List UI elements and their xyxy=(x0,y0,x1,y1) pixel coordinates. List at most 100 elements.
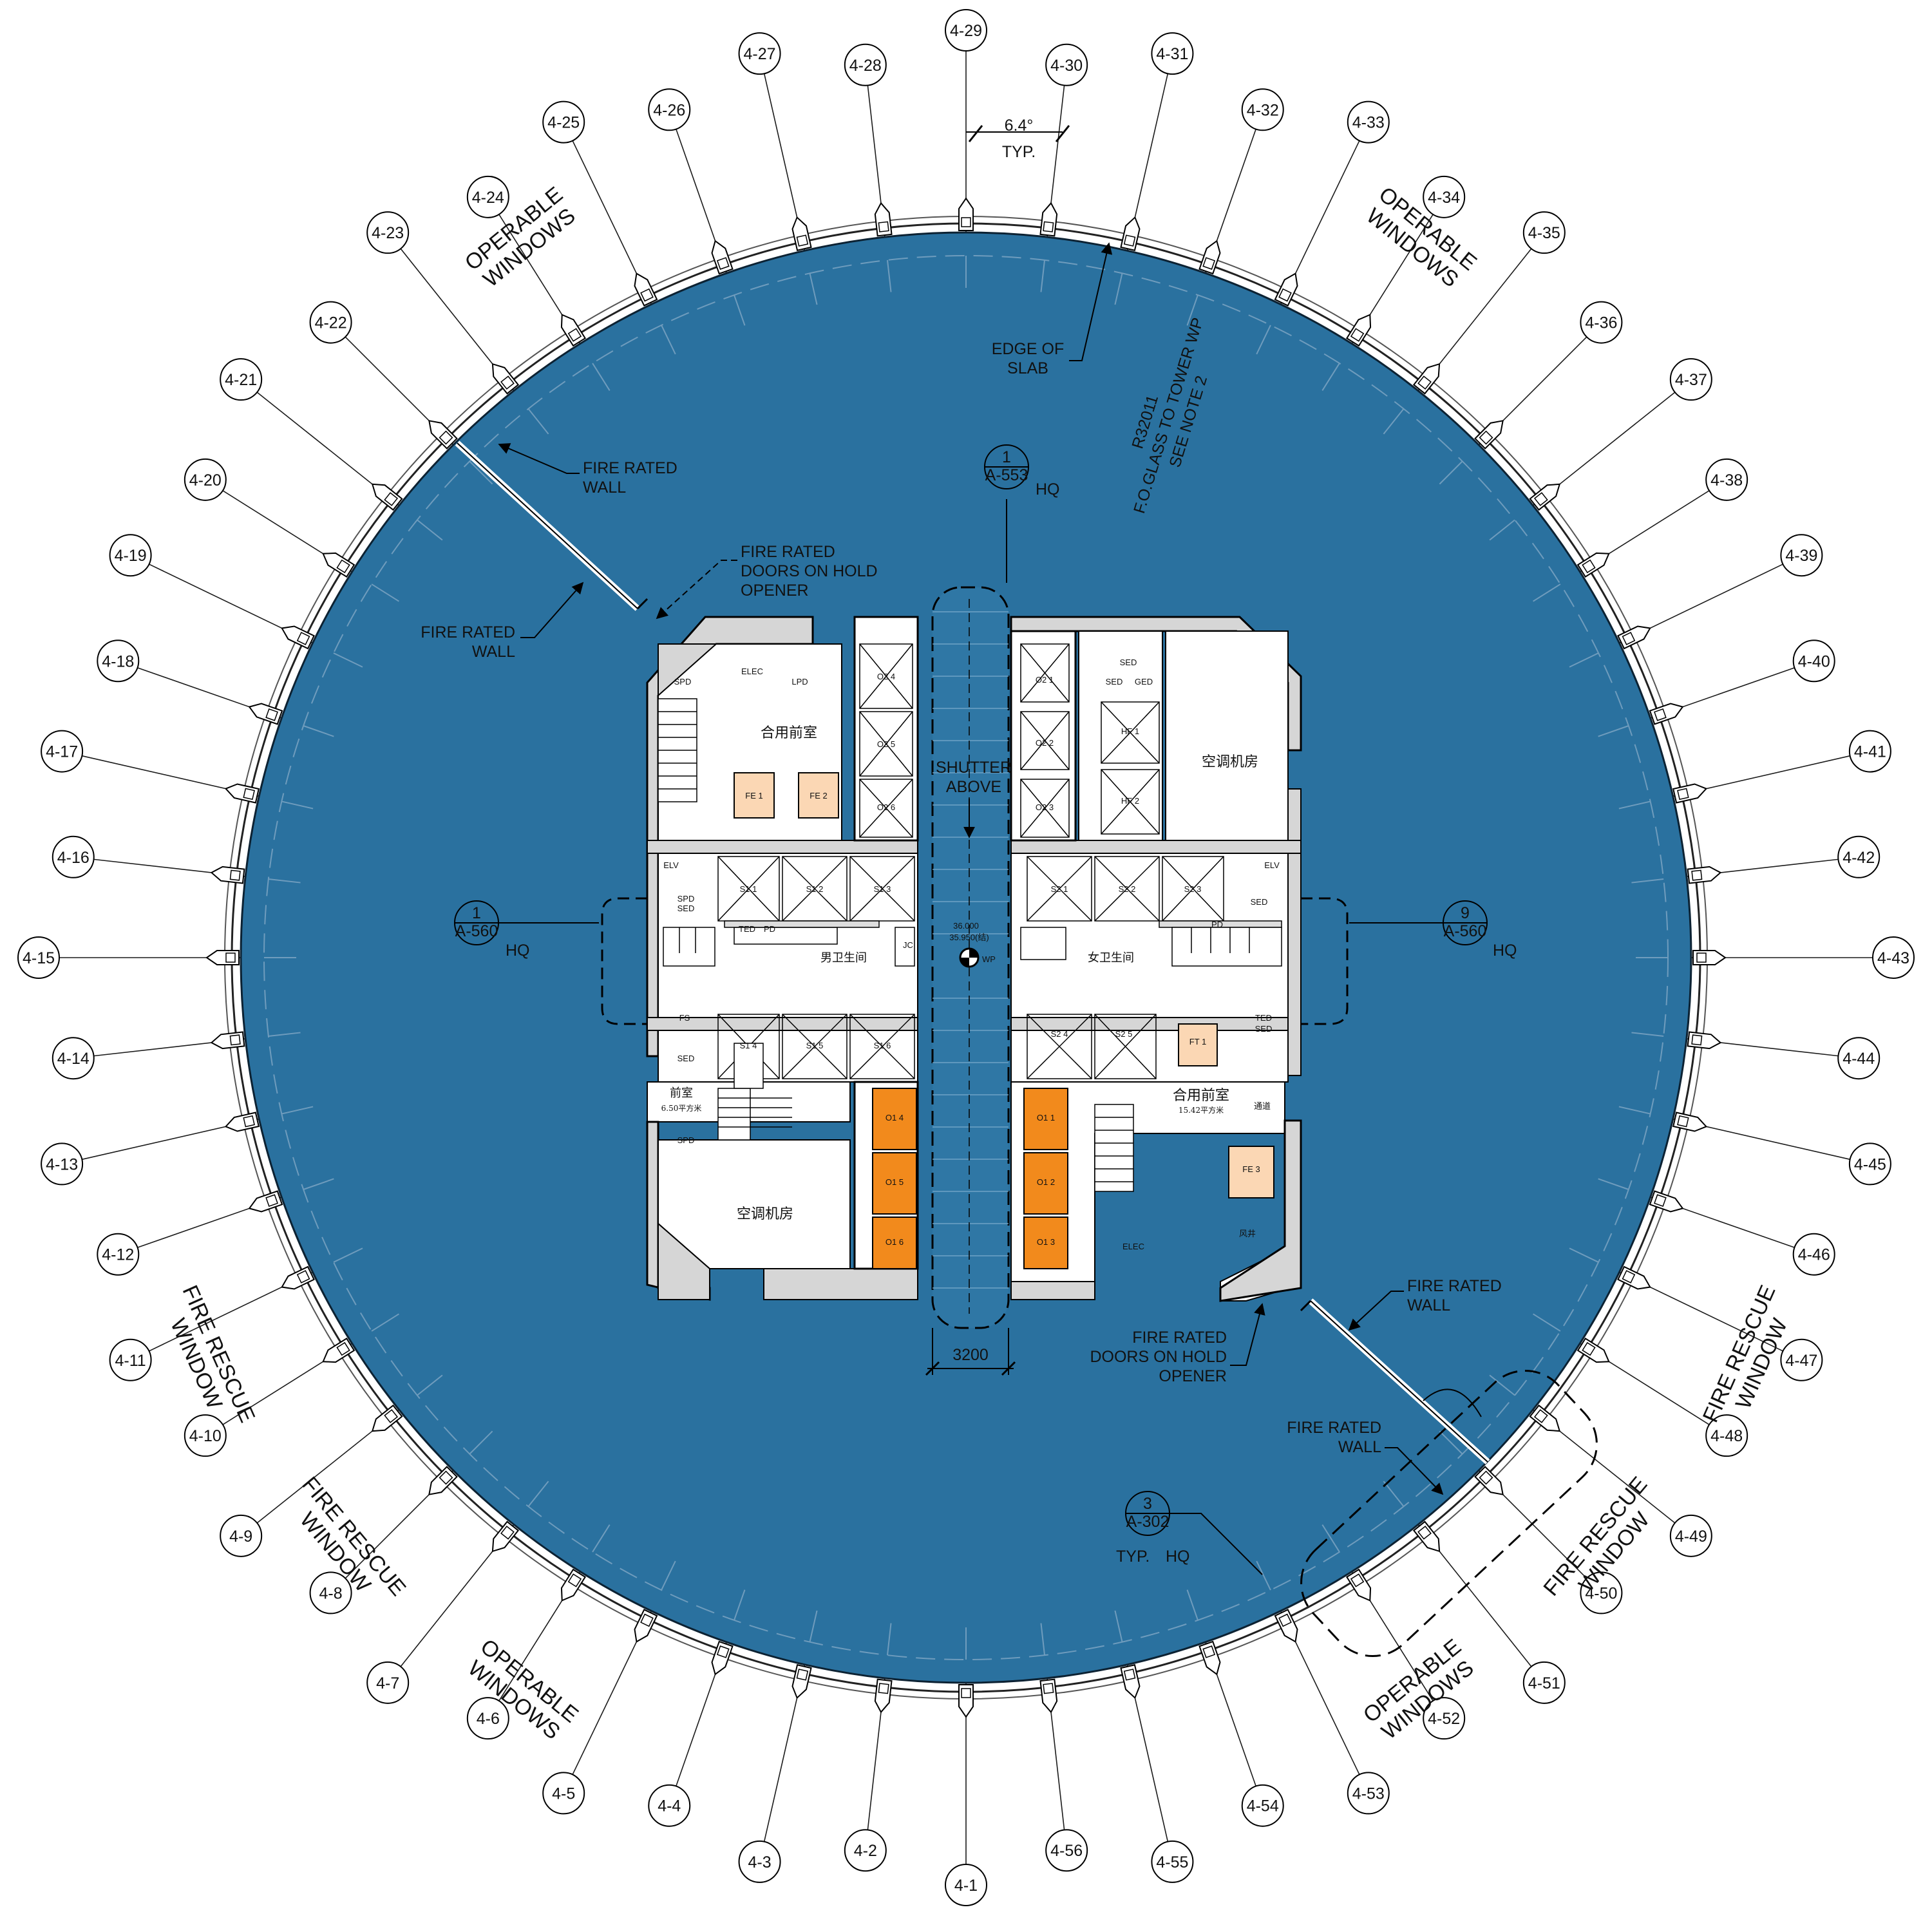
mullion xyxy=(1529,1404,1561,1432)
room-fe1: FE 1 xyxy=(745,791,762,800)
room-s11: S1 1 xyxy=(740,884,757,894)
grid-bubble-label: 4-47 xyxy=(1785,1352,1817,1370)
grid-bubble-label: 4-52 xyxy=(1428,1710,1460,1728)
room-s23: S2 3 xyxy=(1184,884,1202,894)
room-qianshi-area: 6.50平方米 xyxy=(661,1103,702,1113)
grid-bubble-label: 4-49 xyxy=(1675,1528,1707,1546)
mullion xyxy=(1672,783,1708,804)
grid-bubble xyxy=(1848,1142,1891,1186)
mullion xyxy=(428,420,458,450)
grid-bubble xyxy=(738,32,781,75)
room-ac-ne: 空调机房 xyxy=(1202,754,1258,770)
grid-bubble-label: 4-21 xyxy=(225,371,257,389)
grid-bubble xyxy=(1792,639,1835,683)
grid-bubble-label: 4-35 xyxy=(1528,224,1560,242)
grid-bubble-label: 4-50 xyxy=(1585,1584,1617,1602)
room-lobby-se-area: 15.42平方米 xyxy=(1179,1105,1224,1115)
room-o26: O2 6 xyxy=(877,802,895,812)
grid-bubble-label: 4-13 xyxy=(46,1155,78,1173)
mullion xyxy=(1577,552,1610,578)
grid-bubble xyxy=(1837,1037,1880,1080)
grid-bubble-label: 4-15 xyxy=(23,949,55,967)
grid-bubble-label: 4-45 xyxy=(1854,1155,1886,1173)
section-north-sheet: A-553 xyxy=(985,466,1028,484)
mullion xyxy=(560,1568,587,1602)
room-elv-w: ELV xyxy=(663,860,679,870)
section-west-sheet: A-560 xyxy=(455,922,498,940)
grid-bubble xyxy=(945,1864,987,1906)
section-west-num: 1 xyxy=(472,904,481,922)
grid-bubble xyxy=(41,730,84,773)
mullion xyxy=(1474,1466,1504,1495)
grid-bubble-label: 4-11 xyxy=(115,1352,146,1370)
room-spd1: SPD xyxy=(674,677,692,687)
mullion xyxy=(248,1190,283,1213)
mullion xyxy=(248,703,283,725)
mullion xyxy=(634,1609,658,1643)
grid-bubble xyxy=(542,1772,585,1815)
grid-bubble-label: 4-12 xyxy=(102,1246,134,1264)
mullion xyxy=(371,483,403,511)
section-west-tag: HQ xyxy=(506,942,530,960)
grid-bubble xyxy=(844,43,887,86)
mullion xyxy=(791,1664,812,1700)
mullion xyxy=(1198,240,1221,275)
note-fire-doors-se-2: DOORS ON HOLD xyxy=(1090,1348,1227,1366)
mullion xyxy=(210,1031,245,1050)
grid-bubble-label: 4-55 xyxy=(1156,1853,1188,1871)
grid-bubble xyxy=(1423,175,1466,218)
room-s25: S2 5 xyxy=(1115,1029,1133,1039)
grid-bubble-label: 4-29 xyxy=(950,22,982,40)
gridline-spokes: 4-14-24-34-44-54-64-74-84-94-104-114-124… xyxy=(17,9,1915,1906)
mullion xyxy=(224,783,260,804)
grid-bubble xyxy=(1580,301,1623,344)
grid-bubble-label: 4-28 xyxy=(849,57,882,75)
grid-bubble xyxy=(648,88,691,131)
room-pd-e: PD xyxy=(1211,920,1223,929)
section-east-tag: HQ xyxy=(1493,942,1517,960)
grid-bubble-label: 4-6 xyxy=(477,1710,500,1728)
grid-bubble xyxy=(1848,730,1891,773)
room-ged: GED xyxy=(1135,677,1153,687)
grid-bubble-label: 4-39 xyxy=(1785,547,1817,565)
grid-bubble xyxy=(1045,43,1088,86)
grid-bubble-label: 4-32 xyxy=(1247,101,1279,119)
note-fire-doors-se-3: OPENER xyxy=(1159,1367,1227,1385)
ft1-room xyxy=(1178,1023,1218,1066)
grid-bubble-label: 4-38 xyxy=(1710,471,1743,489)
mullion xyxy=(1120,216,1141,251)
grid-bubble xyxy=(1872,936,1915,979)
room-spd-sed-b: SED xyxy=(677,904,695,913)
grid-bubble xyxy=(220,358,263,401)
note-fire-doors-nw-3: OPENER xyxy=(741,582,809,600)
room-tongdao: 通道 xyxy=(1254,1102,1271,1112)
grid-bubble xyxy=(1669,1514,1712,1557)
grid-bubble xyxy=(1522,211,1566,254)
o15-elevator xyxy=(872,1152,917,1215)
section-north-tag: HQ xyxy=(1036,480,1060,498)
grid-bubble xyxy=(184,1414,227,1457)
grid-bubble-label: 4-23 xyxy=(372,224,404,242)
mullion xyxy=(634,272,658,307)
room-pd-w: PD xyxy=(764,924,775,934)
room-s15: S1 5 xyxy=(806,1041,824,1050)
mullion xyxy=(1345,1568,1372,1602)
grid-bubble-label: 4-3 xyxy=(748,1853,771,1871)
o14-elevator xyxy=(872,1088,917,1150)
grid-bubble-label: 4-53 xyxy=(1352,1785,1385,1803)
grid-bubble xyxy=(1837,835,1880,878)
mullion xyxy=(491,363,520,395)
room-sed-w2: SED xyxy=(677,1054,695,1063)
grid-bubble-label: 4-14 xyxy=(57,1050,90,1068)
mullion xyxy=(1672,1112,1708,1132)
detail-num: 3 xyxy=(1143,1495,1152,1513)
room-sed-e: SED xyxy=(1251,897,1268,907)
detail-tag2: HQ xyxy=(1166,1548,1190,1566)
mullion xyxy=(958,1684,974,1718)
grid-bubble-label: 4-54 xyxy=(1247,1797,1279,1815)
fe3-room xyxy=(1228,1146,1274,1198)
room-hf1: HF 1 xyxy=(1121,726,1139,736)
room-elv-e: ELV xyxy=(1264,860,1280,870)
mullion xyxy=(428,1466,458,1495)
